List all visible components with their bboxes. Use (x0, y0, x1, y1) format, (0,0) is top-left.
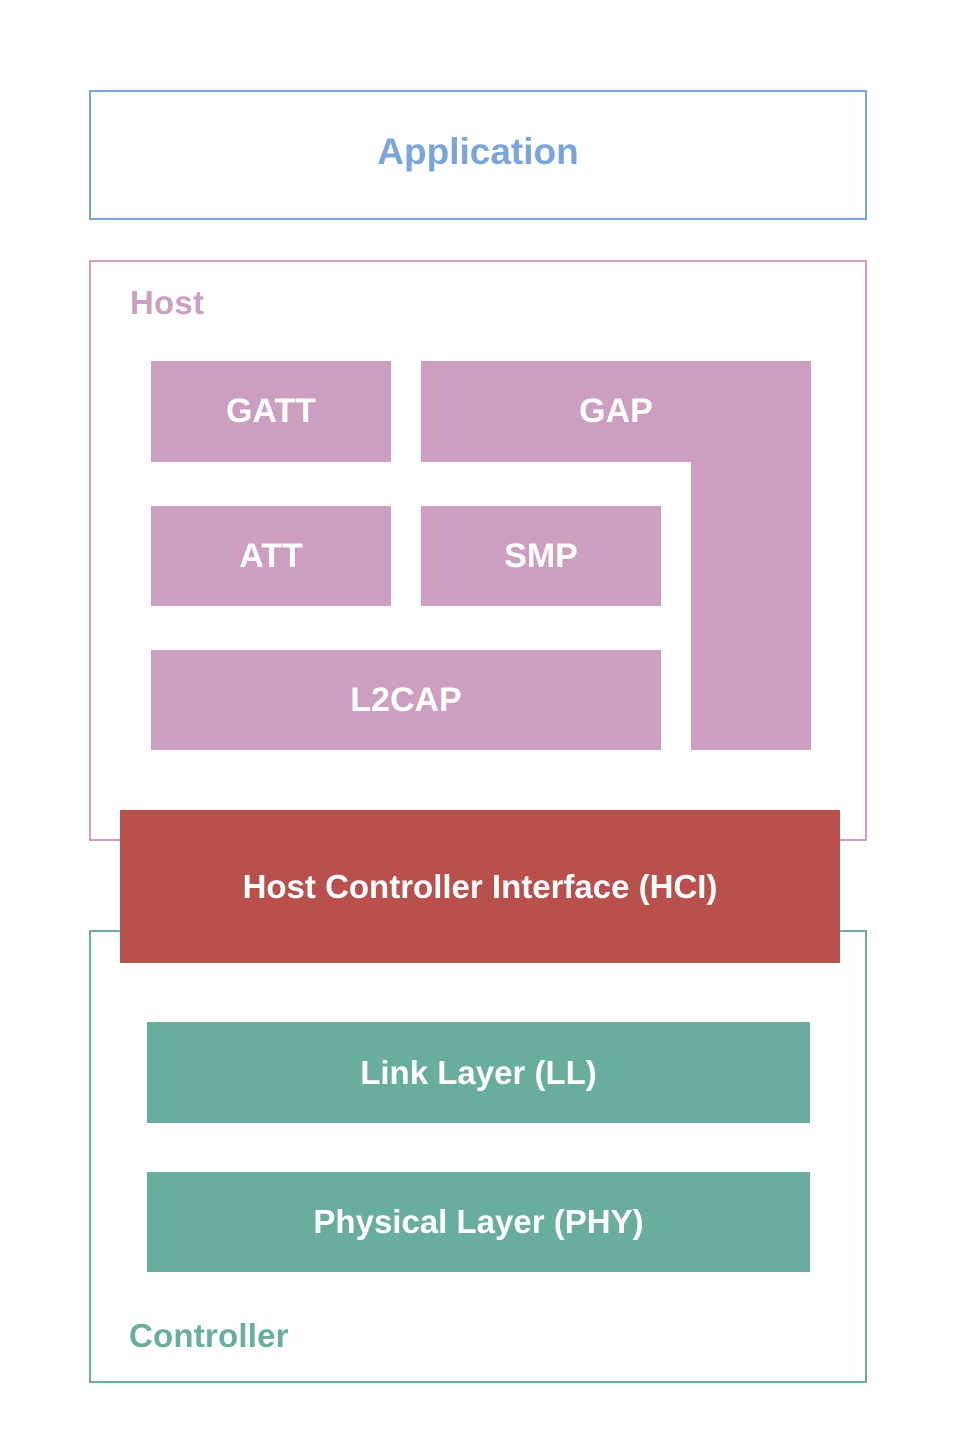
host-block-smp: SMP (421, 506, 661, 606)
host-block-gap-label: GAP (579, 392, 653, 430)
controller-layer-box (89, 930, 867, 1383)
controller-block-link-layer: Link Layer (LL) (147, 1022, 810, 1123)
host-block-l2cap: L2CAP (151, 650, 661, 750)
host-controller-interface-block: Host Controller Interface (HCI) (120, 810, 840, 963)
host-block-gatt: GATT (151, 361, 391, 462)
host-layer-label: Host (130, 284, 205, 321)
host-block-gap: GAP (421, 361, 811, 750)
gap-vertical-arm (691, 361, 811, 750)
controller-layer-label: Controller (129, 1317, 289, 1354)
controller-block-physical-layer: Physical Layer (PHY) (147, 1172, 810, 1272)
application-layer-title: Application (377, 131, 579, 172)
application-layer-box (89, 90, 867, 220)
host-block-att: ATT (151, 506, 391, 606)
